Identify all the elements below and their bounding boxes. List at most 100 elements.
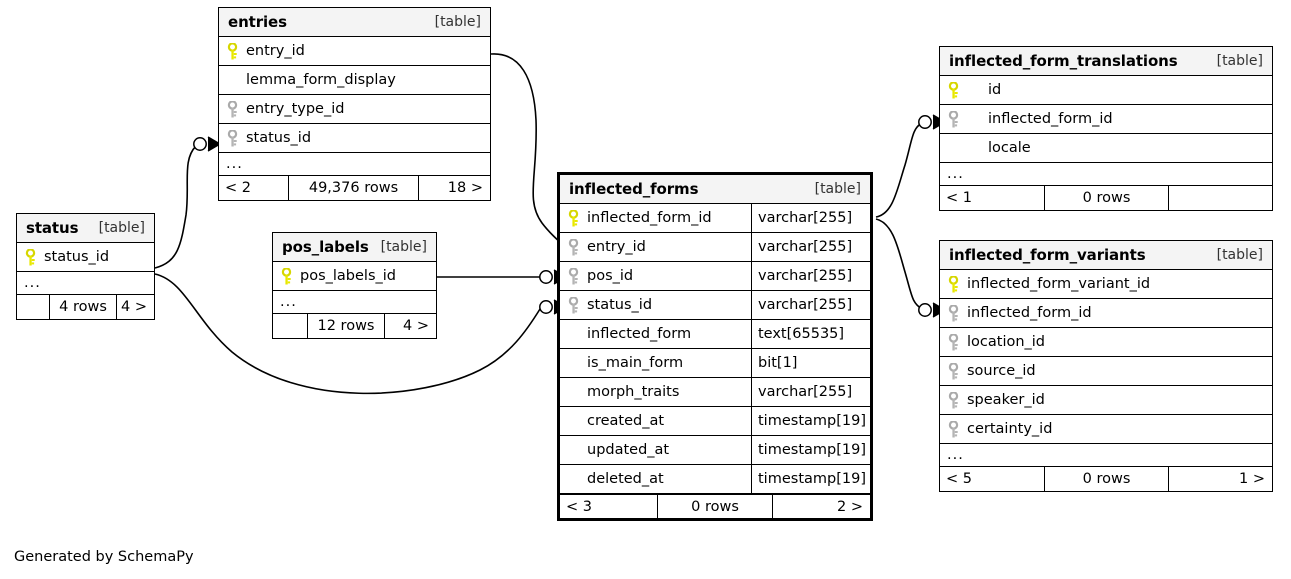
column-name: created_at	[587, 413, 665, 429]
table-row[interactable]: entry_id varchar[255]	[560, 233, 870, 262]
column-type: timestamp[19]	[751, 465, 870, 493]
table-row[interactable]: pos_id varchar[255]	[560, 262, 870, 291]
column-name: inflected_form_variant_id	[967, 276, 1151, 292]
column-name: location_id	[967, 334, 1046, 350]
table-inflected-form-variants[interactable]: inflected_form_variants [table] inflecte…	[939, 240, 1273, 492]
column-type: bit[1]	[751, 349, 870, 377]
table-row[interactable]: status_id	[219, 124, 490, 153]
table-row[interactable]: inflected_form_variant_id	[940, 270, 1272, 299]
more-columns-indicator: ...	[219, 153, 490, 176]
yellow-key-icon	[227, 42, 246, 60]
column-cell: locale	[940, 134, 1272, 162]
table-row[interactable]: lemma_form_display	[219, 66, 490, 95]
table-type-tag: [table]	[1216, 247, 1263, 263]
column-name: inflected_form	[587, 326, 692, 342]
column-type: timestamp[19]	[751, 407, 870, 435]
column-cell: inflected_form	[560, 320, 751, 348]
column-cell: inflected_form_id	[940, 299, 1272, 327]
column-type: timestamp[19]	[751, 436, 870, 464]
table-row[interactable]: entry_type_id	[219, 95, 490, 124]
table-row[interactable]: status_id varchar[255]	[560, 291, 870, 320]
table-row[interactable]: entry_id	[219, 37, 490, 66]
table-row[interactable]: updated_at timestamp[19]	[560, 436, 870, 465]
table-status[interactable]: status [table] status_id ... 4 rows 4 >	[16, 213, 155, 320]
table-row[interactable]: source_id	[940, 357, 1272, 386]
column-cell: status_id	[219, 124, 490, 152]
footer-parent-count: < 1	[946, 190, 972, 206]
table-row[interactable]: inflected_form_id varchar[255]	[560, 204, 870, 233]
yellow-key-icon	[568, 209, 587, 227]
footer-parent-count: < 2	[225, 180, 251, 196]
table-row[interactable]: created_at timestamp[19]	[560, 407, 870, 436]
table-row[interactable]: locale	[940, 134, 1272, 163]
gray-key-icon	[568, 238, 587, 256]
column-cell: pos_id	[560, 262, 751, 290]
column-name: inflected_form_id	[587, 210, 712, 226]
table-row[interactable]: status_id	[17, 243, 154, 272]
table-row[interactable]: inflected_form_id	[940, 299, 1272, 328]
column-cell: source_id	[940, 357, 1272, 385]
table-row[interactable]: is_main_form bit[1]	[560, 349, 870, 378]
table-row[interactable]: morph_traits varchar[255]	[560, 378, 870, 407]
more-columns-indicator: ...	[17, 272, 154, 295]
gray-key-icon	[948, 362, 967, 380]
table-header-entries: entries [table]	[219, 8, 490, 37]
table-row[interactable]: pos_labels_id	[273, 262, 436, 291]
column-type: varchar[255]	[751, 204, 870, 232]
column-cell: entry_id	[560, 233, 751, 261]
footer-row-count: 0 rows	[657, 495, 773, 518]
column-cell: entry_id	[219, 37, 490, 65]
footer-child-count: 18 >	[447, 180, 483, 196]
table-row[interactable]: speaker_id	[940, 386, 1272, 415]
column-name: entry_id	[246, 43, 305, 59]
column-type: varchar[255]	[751, 233, 870, 261]
column-cell: inflected_form_variant_id	[940, 270, 1272, 298]
more-columns-indicator: ...	[273, 291, 436, 314]
yellow-key-icon	[281, 267, 300, 285]
yellow-key-icon	[25, 248, 44, 266]
table-row[interactable]: certainty_id	[940, 415, 1272, 444]
column-cell: speaker_id	[940, 386, 1272, 414]
table-footer-pos-labels: 12 rows 4 >	[273, 314, 436, 338]
gray-key-icon	[227, 100, 246, 118]
table-row[interactable]: id	[940, 76, 1272, 105]
column-name: is_main_form	[587, 355, 684, 371]
column-name: status_id	[587, 297, 653, 313]
table-title: inflected_form_translations	[949, 52, 1178, 70]
column-name: inflected_form_id	[988, 111, 1113, 127]
table-header-inflected-form-translations: inflected_form_translations [table]	[940, 47, 1272, 76]
footer-parent-count	[273, 314, 307, 338]
table-inflected-form-translations[interactable]: inflected_form_translations [table] id i…	[939, 46, 1273, 211]
table-inflected-forms[interactable]: inflected_forms [table] inflected_form_i…	[557, 172, 873, 521]
gray-key-icon	[948, 333, 967, 351]
generated-by-note: Generated by SchemaPy	[14, 549, 194, 565]
column-name: morph_traits	[587, 384, 680, 400]
footer-parent-count: < 3	[566, 498, 592, 515]
table-row[interactable]: inflected_form_id	[940, 105, 1272, 134]
column-cell: inflected_form_id	[940, 105, 1272, 133]
table-footer-inflected-forms: < 3 0 rows 2 >	[560, 494, 870, 518]
column-name: updated_at	[587, 442, 670, 458]
edge-inflected-forms-to-translations	[875, 122, 923, 218]
column-type: varchar[255]	[751, 378, 870, 406]
table-row[interactable]: inflected_form text[65535]	[560, 320, 870, 349]
table-type-tag: [table]	[98, 220, 145, 236]
table-type-tag: [table]	[814, 181, 861, 197]
table-row[interactable]: location_id	[940, 328, 1272, 357]
table-row[interactable]: deleted_at timestamp[19]	[560, 465, 870, 494]
footer-row-count: 12 rows	[307, 314, 385, 338]
table-header-pos-labels: pos_labels [table]	[273, 233, 436, 262]
footer-row-count: 4 rows	[49, 295, 117, 319]
column-cell: lemma_form_display	[219, 66, 490, 94]
column-name: status_id	[246, 130, 312, 146]
footer-row-count: 49,376 rows	[288, 176, 419, 200]
column-cell: inflected_form_id	[560, 204, 751, 232]
table-pos-labels[interactable]: pos_labels [table] pos_labels_id ... 12 …	[272, 232, 437, 339]
gray-key-icon	[948, 304, 967, 322]
column-name: inflected_form_id	[967, 305, 1092, 321]
column-type: text[65535]	[751, 320, 870, 348]
footer-child-count: 4 >	[403, 318, 429, 334]
column-name: entry_id	[587, 239, 646, 255]
table-entries[interactable]: entries [table] entry_id lemma_form_disp…	[218, 7, 491, 201]
